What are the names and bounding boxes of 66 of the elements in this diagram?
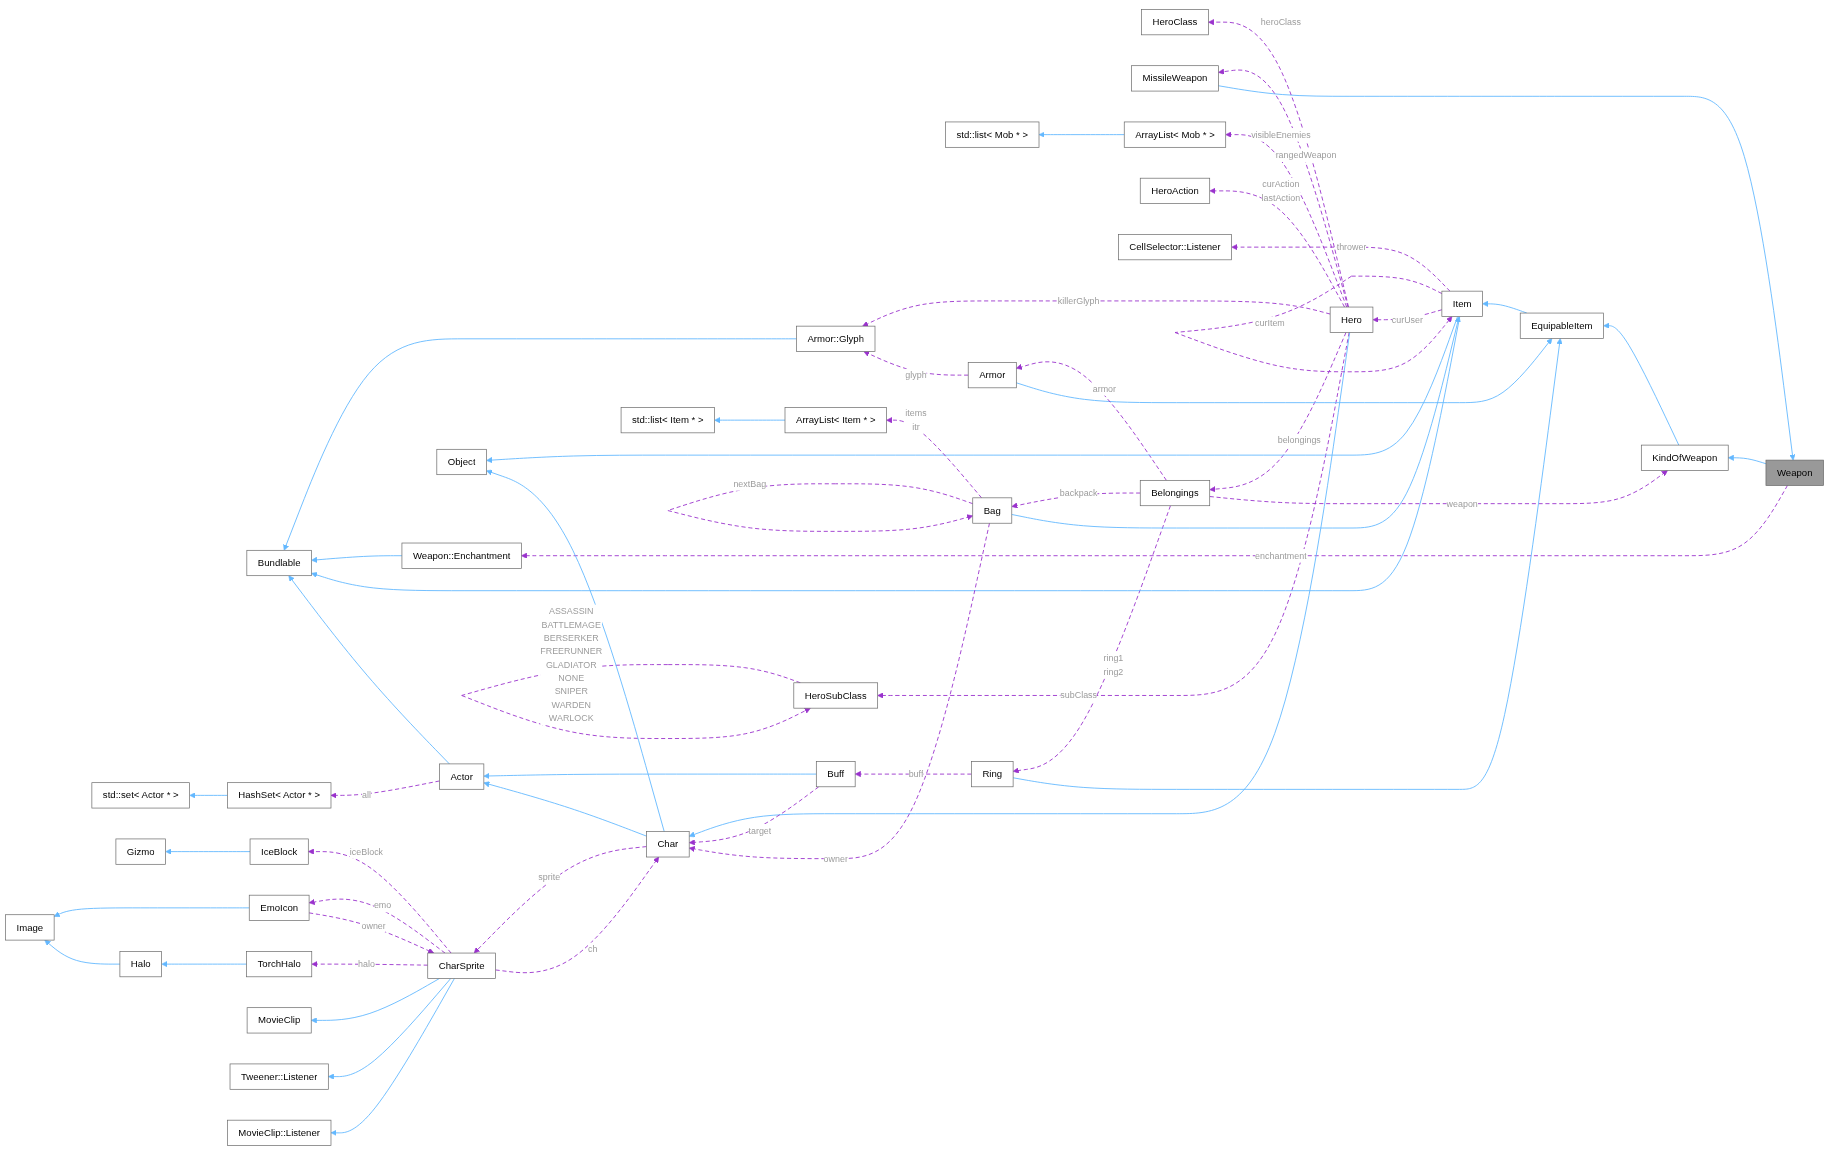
edge-label: ring1 ring2 [1103, 653, 1124, 677]
edge-label: subClass [1060, 690, 1098, 701]
edge-label: curItem [1255, 318, 1285, 329]
edge-label: nextBag [733, 478, 767, 489]
edge-label: thrower [1336, 241, 1367, 253]
edge-label: items itr [905, 408, 927, 432]
node-box: Armor::Glyph [796, 325, 876, 352]
node-box: Actor [439, 763, 485, 790]
edge-label: iceBlock [349, 846, 384, 857]
edge-label: target [748, 825, 772, 836]
node-box: Weapon [1765, 459, 1824, 486]
node-box: Hero [1329, 306, 1374, 333]
node-box: Gizmo [115, 838, 166, 865]
node-box: Object [436, 448, 487, 476]
edge-label: all [362, 790, 371, 801]
node-box: Halo [119, 951, 162, 978]
edge-label: armor [1092, 383, 1117, 394]
edge-label: glyph [905, 369, 927, 381]
edge-label: sprite [538, 871, 561, 882]
node-box: std::list< Mob * > [945, 121, 1040, 148]
node-box: Image [5, 914, 55, 941]
node-box: Item [1441, 290, 1483, 317]
node-box: CellSelector::Listener [1118, 234, 1232, 261]
edge-label: backpack [1059, 487, 1098, 499]
edge-label: killerGlyph [1057, 295, 1100, 306]
node-box: IceBlock [249, 838, 309, 865]
node-box: EquipableItem [1519, 312, 1604, 339]
node-box: Ring [971, 761, 1014, 788]
edge-label: weapon [1446, 498, 1478, 509]
node-box: MissileWeapon [1131, 65, 1219, 92]
edge-label: buff [908, 768, 924, 780]
node-box: Armor [967, 362, 1017, 389]
node-box: std::set< Actor * > [91, 782, 190, 809]
node-box: Bundlable [246, 549, 312, 577]
node-box: Char [646, 831, 690, 858]
edge-label: halo [358, 958, 375, 970]
node-box: KindOfWeapon [1640, 444, 1729, 471]
edge-label: emo [373, 900, 392, 911]
node-box: std::list< Item * > [620, 407, 715, 434]
node-box: TorchHalo [246, 951, 313, 978]
edge-label: visibleEnemies [1251, 129, 1311, 140]
node-box: Belongings [1139, 480, 1211, 507]
edge-label: rangedWeapon [1275, 149, 1337, 161]
node-box: MovieClip [246, 1007, 312, 1034]
node-box: MovieClip::Listener [227, 1119, 332, 1146]
node-box: Bag [972, 497, 1013, 524]
node-box: Tweener::Listener [229, 1063, 329, 1090]
node-box: HeroAction [1139, 177, 1211, 204]
node-box: EmoIcon [248, 894, 310, 921]
node-box: ArrayList< Mob * > [1123, 121, 1227, 148]
edge-label: enchantment [1255, 550, 1307, 561]
node-box: HeroSubClass [793, 682, 878, 709]
node-box: HashSet< Actor * > [227, 782, 332, 809]
edge-label: curUser [1391, 314, 1424, 325]
edge-label: ASSASSIN BATTLEMAGE BERSERKER FREERUNNER GLADIATOR NONE SNIPER WARDEN WARLOCK [540, 605, 603, 724]
node-box: ArrayList< Item * > [784, 407, 887, 434]
edge-label: owner [361, 920, 386, 931]
edge-label: curAction lastAction [1261, 178, 1301, 203]
edge-label: belongings [1277, 435, 1321, 446]
node-box: Weapon::Enchantment [401, 542, 522, 569]
node-box: HeroClass [1141, 9, 1209, 36]
edge-label: owner [823, 853, 848, 864]
node-box: Buff [815, 761, 856, 788]
edge-label: ch [588, 943, 598, 955]
node-box: CharSprite [427, 952, 496, 979]
edge-label: heroClass [1260, 16, 1301, 28]
